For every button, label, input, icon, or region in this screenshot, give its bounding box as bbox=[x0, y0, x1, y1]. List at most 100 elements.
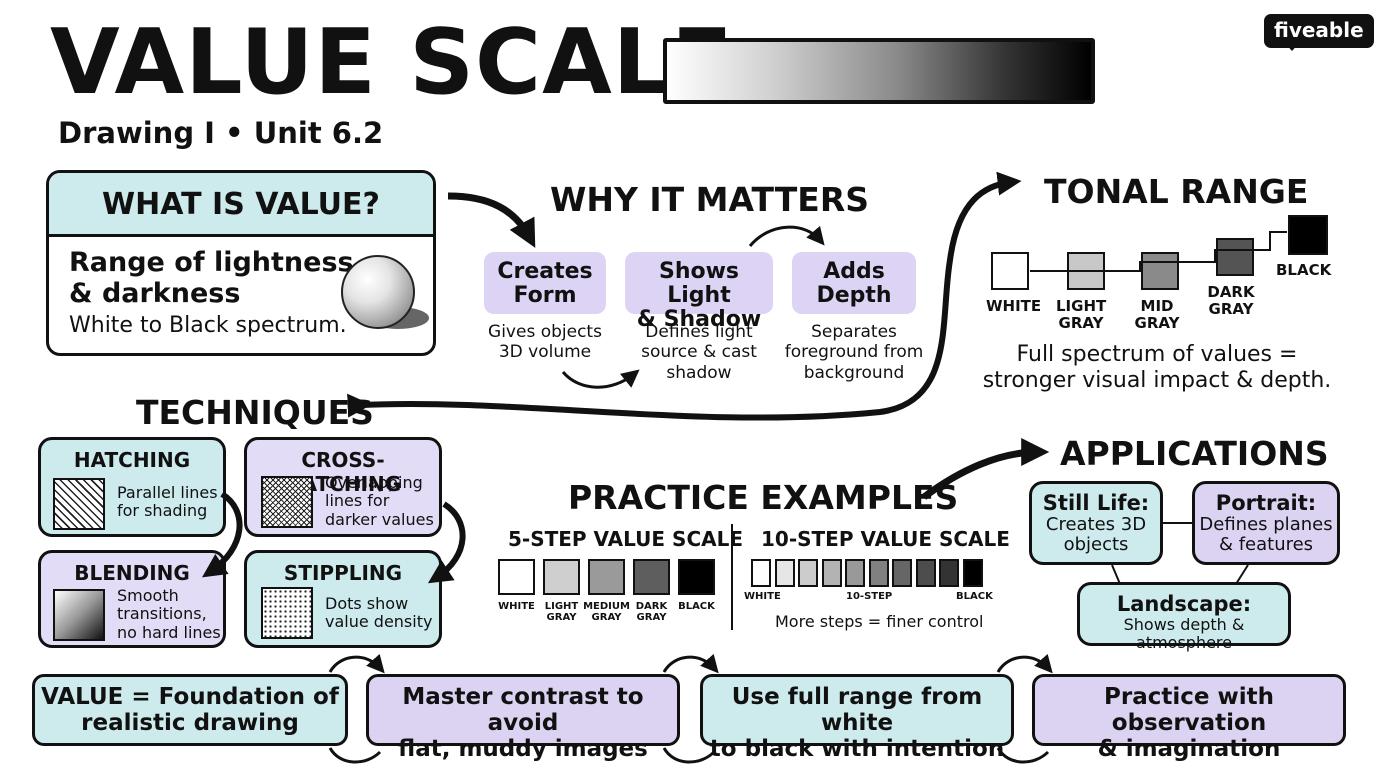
technique-cross-hatching-text-3: darker values bbox=[325, 509, 434, 529]
tonal-range-note: Full spectrum of values = stronger visua… bbox=[972, 342, 1342, 394]
card-creates-form-line1: Creates bbox=[497, 259, 593, 284]
technique-blending: BLENDING Smooth transitions, no hard lin… bbox=[38, 550, 226, 648]
cross-hatching-swatch-icon bbox=[261, 476, 313, 528]
app-still-life: Still Life: Creates 3D objects bbox=[1029, 481, 1163, 565]
technique-hatching-text-2: for shading bbox=[117, 501, 208, 521]
takeaway-contrast-1: Master contrast to avoid bbox=[402, 684, 644, 736]
technique-cross-hatching-text-2: lines for bbox=[325, 491, 390, 511]
technique-stippling-text: Dots show value density bbox=[325, 594, 433, 632]
ten-step-box-7 bbox=[915, 559, 936, 587]
app-portrait-text-1: Defines planes bbox=[1199, 514, 1333, 536]
tone-box-3 bbox=[1216, 238, 1254, 276]
technique-blending-name: BLENDING bbox=[74, 561, 190, 585]
five-step-box-2 bbox=[588, 559, 625, 595]
what-is-value-sub: White to Black spectrum. bbox=[69, 313, 347, 338]
hatching-swatch-icon bbox=[53, 478, 105, 530]
bottom-arrow-3-top bbox=[996, 653, 1053, 674]
card-shows-light-line1: Shows Light bbox=[658, 259, 740, 309]
app-portrait-text-2: & features bbox=[1218, 534, 1314, 556]
five-step-label-1-1: LIGHT bbox=[544, 601, 579, 612]
takeaway-practice: Practice with observation & imagination bbox=[1032, 674, 1346, 761]
value-gradient-bar bbox=[663, 38, 1095, 104]
takeaway-foundation-1: VALUE = Foundation of bbox=[41, 684, 339, 710]
technique-blending-text: Smooth transitions, no hard lines bbox=[117, 586, 221, 642]
ten-step-box-0 bbox=[751, 559, 771, 587]
app-portrait-heading: Portrait: bbox=[1215, 491, 1317, 515]
technique-blending-text-1: Smooth bbox=[117, 586, 179, 605]
technique-cross-hatching-text-1: Overlapping bbox=[325, 473, 423, 492]
technique-hatching-text: Parallel lines for shading bbox=[117, 483, 218, 521]
blending-swatch-icon bbox=[53, 589, 105, 641]
page-subtitle: Drawing I • Unit 6.2 bbox=[58, 116, 384, 150]
takeaway-full-range: Use full range from white to black with … bbox=[700, 674, 1014, 761]
tone-label-4: BLACK bbox=[1276, 261, 1332, 279]
ten-step-caption: More steps = finer control bbox=[775, 612, 984, 631]
ten-step-label-white: WHITE bbox=[744, 591, 781, 602]
tonal-range-heading: TONAL RANGE bbox=[1044, 172, 1309, 211]
what-is-value-line2: & darkness bbox=[69, 278, 241, 309]
tone-label-0-1: WHITE bbox=[986, 297, 1042, 315]
tone-label-1-2: GRAY bbox=[1058, 313, 1104, 332]
five-step-label-1-2: GRAY bbox=[546, 611, 577, 623]
tone-label-4-1: BLACK bbox=[1276, 261, 1332, 279]
ten-step-box-4 bbox=[845, 559, 865, 587]
arrow-shows-to-depth bbox=[748, 225, 825, 247]
caption-shows-light-3: shadow bbox=[666, 362, 732, 383]
takeaway-full-range-1: Use full range from white bbox=[731, 684, 983, 736]
practice-divider bbox=[731, 524, 733, 630]
technique-cross-hatching-text: Overlapping lines for darker values bbox=[325, 473, 434, 529]
ten-step-box-3 bbox=[821, 559, 842, 587]
technique-stippling-text-2: value density bbox=[325, 612, 433, 632]
app-portrait: Portrait: Defines planes & features bbox=[1192, 481, 1340, 565]
why-it-matters-heading: WHY IT MATTERS bbox=[550, 180, 869, 219]
tone-label-2-1: MID bbox=[1140, 297, 1174, 315]
card-creates-form-line2: Form bbox=[513, 283, 577, 309]
technique-blending-text-3: no hard lines bbox=[117, 622, 221, 642]
arrow-what-to-why bbox=[447, 192, 536, 248]
technique-stippling: STIPPLING Dots show value density bbox=[244, 550, 442, 648]
five-step-label-3-2: GRAY bbox=[636, 611, 667, 623]
takeaway-foundation-2: realistic drawing bbox=[81, 709, 299, 736]
tone-label-0: WHITE bbox=[986, 297, 1042, 315]
what-is-value-header: WHAT IS VALUE? bbox=[49, 173, 433, 237]
card-adds-depth-line1: Adds bbox=[823, 259, 885, 284]
ten-step-box-2 bbox=[798, 559, 818, 587]
app-landscape-heading: Landscape: bbox=[1116, 592, 1252, 616]
card-shows-light: Shows Light & Shadow bbox=[625, 252, 773, 332]
five-step-box-1 bbox=[543, 559, 580, 595]
what-is-value-heading: WHAT IS VALUE? bbox=[102, 187, 380, 222]
tone-box-1 bbox=[1067, 252, 1105, 290]
technique-blending-text-2: transitions, bbox=[117, 604, 207, 624]
takeaway-practice-2: & imagination bbox=[1097, 735, 1281, 762]
app-landscape-text: Shows depth & atmosphere bbox=[1123, 615, 1245, 652]
fiveable-logo: fiveable bbox=[1264, 14, 1374, 48]
tone-box-0 bbox=[991, 252, 1029, 290]
bottom-arrow-1-top bbox=[328, 653, 385, 674]
ten-step-box-6 bbox=[892, 559, 912, 587]
technique-hatching-text-1: Parallel lines bbox=[117, 483, 218, 502]
five-step-label-4-1: BLACK bbox=[678, 601, 715, 612]
stippling-swatch-icon bbox=[261, 587, 313, 639]
what-is-value-line1: Range of lightness bbox=[69, 247, 354, 278]
takeaway-practice-1: Practice with observation bbox=[1104, 684, 1274, 736]
card-creates-form: Creates Form bbox=[484, 252, 606, 314]
ten-step-box-5 bbox=[868, 559, 889, 587]
app-still-life-text-1: Creates 3D bbox=[1045, 514, 1147, 536]
caption-shows-light-2: source & cast bbox=[641, 342, 757, 363]
card-adds-depth-line2: Depth bbox=[816, 283, 892, 309]
five-step-label-0-1: WHITE bbox=[498, 601, 535, 612]
ten-step-label-black: BLACK bbox=[956, 591, 993, 602]
technique-hatching-name: HATCHING bbox=[73, 448, 191, 472]
technique-cross-hatching: CROSS-HATCHING Overlapping lines for dar… bbox=[244, 437, 442, 537]
caption-adds-depth: Separates foreground from background bbox=[780, 322, 928, 383]
tone-label-2-2: GRAY bbox=[1134, 313, 1180, 332]
technique-stippling-name: STIPPLING bbox=[283, 561, 403, 585]
shaded-sphere-icon bbox=[341, 255, 415, 329]
ten-step-box-9 bbox=[962, 559, 983, 587]
ten-step-heading: 10-STEP VALUE SCALE bbox=[761, 527, 1010, 551]
app-landscape: Landscape: Shows depth & atmosphere bbox=[1077, 582, 1291, 651]
